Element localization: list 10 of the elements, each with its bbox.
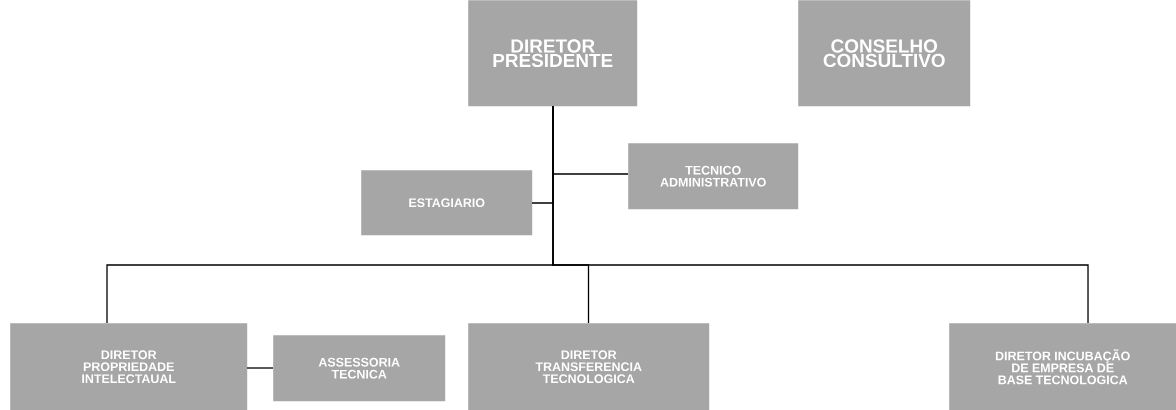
org-box: DIRETOR PRESIDENTE	[468, 0, 638, 107]
org-box: DIRETOR INCUBAÇÃO DE EMPRESA DE BASE TECNOLOGICA	[949, 323, 1176, 410]
org-box: DIRETOR TRANSFERENCIA TECNOLOGICA	[468, 323, 710, 410]
org-box: CONSELHO CONSULTIVO	[798, 0, 971, 107]
org-box: ESTAGIARIO	[361, 170, 533, 236]
org-box: ASSESSORIA TECNICA	[273, 335, 446, 402]
connector-line	[552, 105, 1089, 324]
org-box: TECNICO ADMINISTRATIVO	[628, 143, 799, 210]
org-box: DIRETOR PROPRIEDADE INTELECTAUAL	[10, 323, 248, 410]
connector-line	[246, 367, 274, 369]
